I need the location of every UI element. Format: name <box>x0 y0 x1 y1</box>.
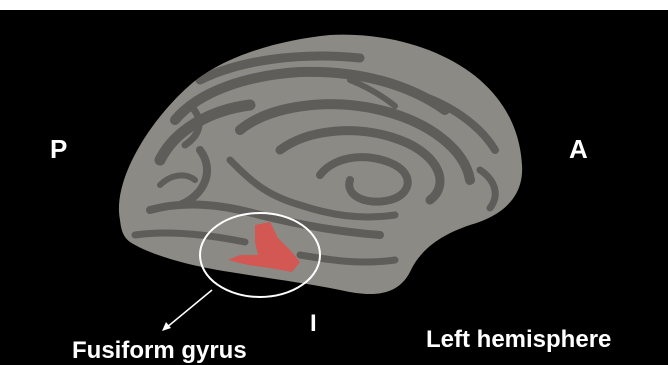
brain-surface-illustration <box>0 10 668 365</box>
hemisphere-label: Left hemisphere <box>426 328 611 352</box>
posterior-label: P <box>50 136 67 162</box>
label-arrowhead-icon <box>162 322 171 331</box>
region-label: Fusiform gyrus <box>72 339 247 363</box>
inferior-label: I <box>310 312 317 336</box>
anterior-label: A <box>569 136 588 162</box>
label-arrow-line <box>166 290 212 328</box>
brain-image-panel: P A I Fusiform gyrus Left hemisphere <box>0 10 668 365</box>
